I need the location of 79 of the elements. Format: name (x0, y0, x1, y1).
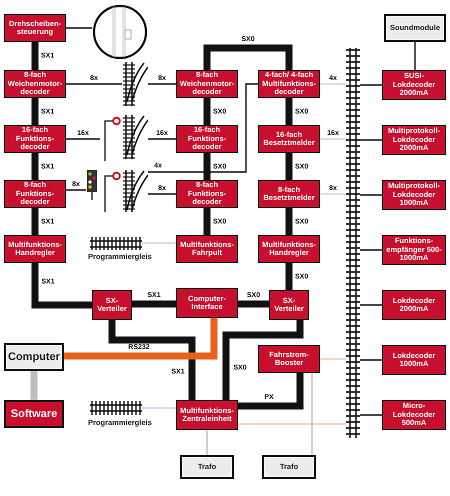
connector-line (360, 139, 382, 141)
device-box (176, 235, 238, 263)
bus-line (286, 208, 292, 235)
track-drawing (346, 48, 360, 438)
connector-line (238, 423, 346, 425)
device-box (4, 343, 64, 371)
bus-line (204, 98, 210, 125)
bus-line (222, 320, 304, 400)
box-label: Computer (8, 350, 60, 364)
device-box (4, 235, 66, 263)
connector-line (320, 193, 346, 195)
connector-line (148, 138, 176, 140)
bus-line (132, 300, 176, 308)
device-box (262, 455, 316, 479)
connector-line (148, 83, 258, 173)
bus-line (238, 300, 269, 308)
device-box (258, 125, 320, 153)
connector-line (360, 249, 382, 251)
connector-line (66, 138, 100, 140)
device-box (176, 125, 238, 153)
device-box (258, 235, 320, 263)
connector-line (66, 189, 86, 191)
bus-line (32, 98, 38, 125)
connector-line (66, 83, 122, 85)
device-box (382, 400, 446, 430)
track-drawing (90, 400, 142, 416)
device-box (382, 125, 446, 155)
bus-line (204, 208, 210, 235)
device-box (382, 345, 446, 375)
connector-line (142, 407, 176, 409)
connector-line (320, 138, 346, 140)
device-box (269, 290, 309, 320)
box-label: Software (10, 408, 58, 420)
connector-line (360, 304, 382, 306)
bus-line (286, 153, 292, 180)
device-box (4, 125, 66, 153)
bus-line (32, 263, 92, 308)
connector-line (320, 358, 346, 360)
bus-line (108, 320, 196, 400)
bus-line (286, 98, 292, 125)
device-box (258, 180, 320, 208)
bus-line (32, 42, 38, 70)
device-box (382, 290, 446, 320)
device-box (180, 455, 234, 479)
device-box (258, 345, 320, 373)
bus-line (238, 373, 304, 410)
connector-line (360, 359, 382, 361)
connector-line (311, 373, 313, 455)
turntable-drawing (92, 4, 148, 60)
device-box (4, 400, 64, 428)
connector-line (206, 430, 208, 455)
bus-line (32, 208, 38, 235)
device-box (382, 70, 446, 100)
device-box (92, 290, 132, 320)
device-box (176, 180, 238, 208)
bus-line (64, 318, 218, 360)
connector-line (148, 193, 176, 195)
track-switch-drawing (122, 62, 148, 106)
device-box (382, 180, 446, 210)
device-box (4, 14, 66, 42)
light-signal-drawing (86, 170, 98, 200)
bus-line (204, 44, 292, 70)
bus-line (30, 371, 38, 400)
device-box (4, 180, 66, 208)
track-drawing (90, 236, 142, 250)
connector-line (320, 83, 346, 85)
bus-line (286, 263, 292, 290)
device-box (176, 400, 238, 430)
connector-line (360, 84, 382, 86)
connector-line (414, 42, 416, 70)
connector-line (360, 414, 382, 416)
connector-line (142, 242, 176, 244)
bus-line (204, 153, 210, 180)
connector-line (148, 83, 176, 85)
device-box (384, 14, 446, 42)
bus-line (32, 153, 38, 180)
connector-line (360, 194, 382, 196)
connector-line (66, 27, 92, 29)
device-box (176, 288, 238, 318)
